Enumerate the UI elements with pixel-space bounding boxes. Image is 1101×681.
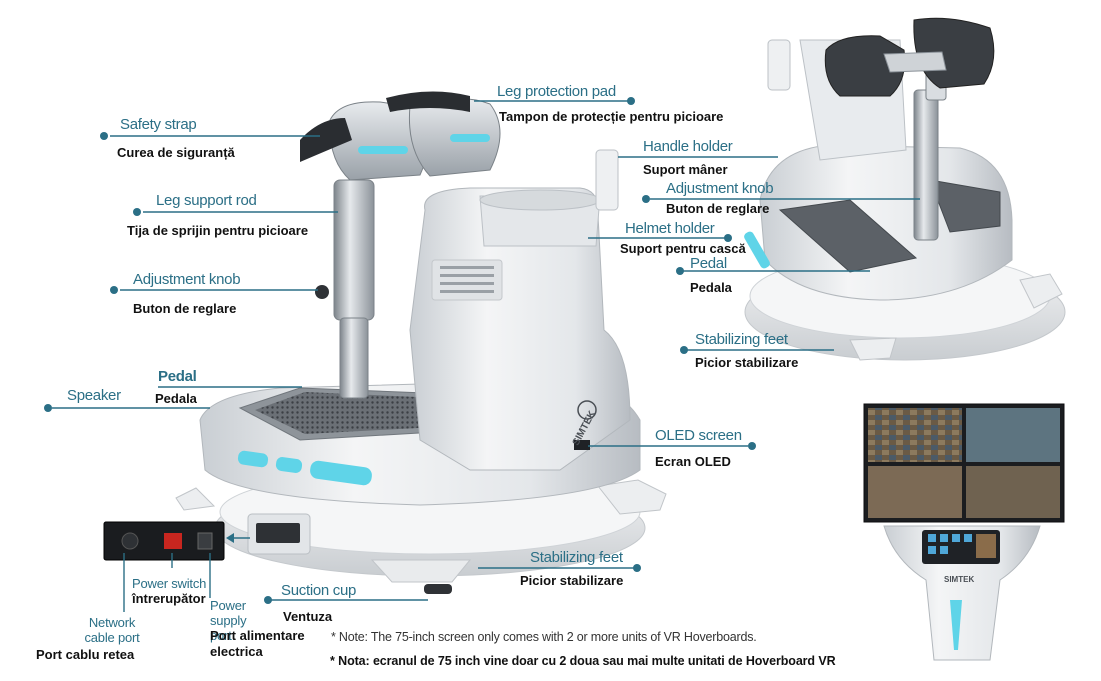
label-leg-protection-pad-en: Leg protection pad <box>497 83 616 100</box>
note-english: * Note: The 75-inch screen only comes wi… <box>331 630 757 644</box>
label-adjustment-knob-left-ro: Buton de reglare <box>133 301 237 316</box>
display-kiosk: SIMTEK <box>863 403 1065 661</box>
label-helmet-holder-ro: Suport pentru cască <box>620 241 746 256</box>
label-network-cable-port-ro: Port cablu retea <box>36 647 135 662</box>
label-oled-screen-ro: Ecran OLED <box>655 454 731 469</box>
label-suction-cup-en: Suction cup <box>281 582 357 599</box>
label-power-supply-port-en: Power supply port <box>210 598 247 643</box>
label-pedal-left-ro: Pedala <box>155 391 197 406</box>
label-suction-cup-ro: Ventuza <box>283 609 333 624</box>
label-safety-strap-ro: Curea de siguranță <box>117 145 235 160</box>
leader-dots <box>44 97 756 604</box>
label-pedal-right-ro: Pedala <box>690 280 732 295</box>
label-stabilizing-feet-bottom-en: Stabilizing feet <box>530 549 623 566</box>
note-romanian: * Nota: ecranul de 75 inch vine doar cu … <box>330 654 836 668</box>
label-stabilizing-feet-bottom-ro: Picior stabilizare <box>520 573 624 588</box>
main-device <box>175 91 667 594</box>
label-helmet-holder-en: Helmet holder <box>625 220 715 237</box>
svg-text:SIMTEK: SIMTEK <box>944 575 974 584</box>
label-leg-protection-pad-ro: Tampon de protecție pentru picioare <box>499 109 724 124</box>
label-leg-support-rod-en: Leg support rod <box>156 192 257 209</box>
label-handle-holder-en: Handle holder <box>643 138 733 155</box>
label-network-cable-port-en: Network cable port <box>84 615 140 645</box>
leader-lines <box>52 100 920 612</box>
label-leg-support-rod-ro: Tija de sprijin pentru picioare <box>127 223 309 238</box>
label-handle-holder-ro: Suport mâner <box>643 162 728 177</box>
label-oled-screen-en: OLED screen <box>655 427 742 444</box>
label-adjustment-knob-left-en: Adjustment knob <box>133 271 241 288</box>
label-stabilizing-feet-right-en: Stabilizing feet <box>695 331 788 348</box>
label-power-switch-en: Power switch <box>132 576 207 591</box>
port-arrow-head <box>226 533 234 543</box>
label-pedal-left-en: Pedal <box>158 368 197 385</box>
label-adjustment-knob-right-en: Adjustment knob <box>666 180 774 197</box>
label-safety-strap-en: Safety strap <box>120 116 197 133</box>
port-panel <box>103 521 225 561</box>
label-speaker-en: Speaker <box>67 387 121 404</box>
label-stabilizing-feet-right-ro: Picior stabilizare <box>695 355 799 370</box>
label-power-supply-port-ro: Port alimentare electrica <box>210 628 305 659</box>
rear-view-device <box>744 17 1066 361</box>
label-adjustment-knob-right-ro: Buton de reglare <box>666 201 770 216</box>
label-power-switch-ro: întrerupător <box>132 591 206 606</box>
label-pedal-right-en: Pedal <box>690 255 727 272</box>
